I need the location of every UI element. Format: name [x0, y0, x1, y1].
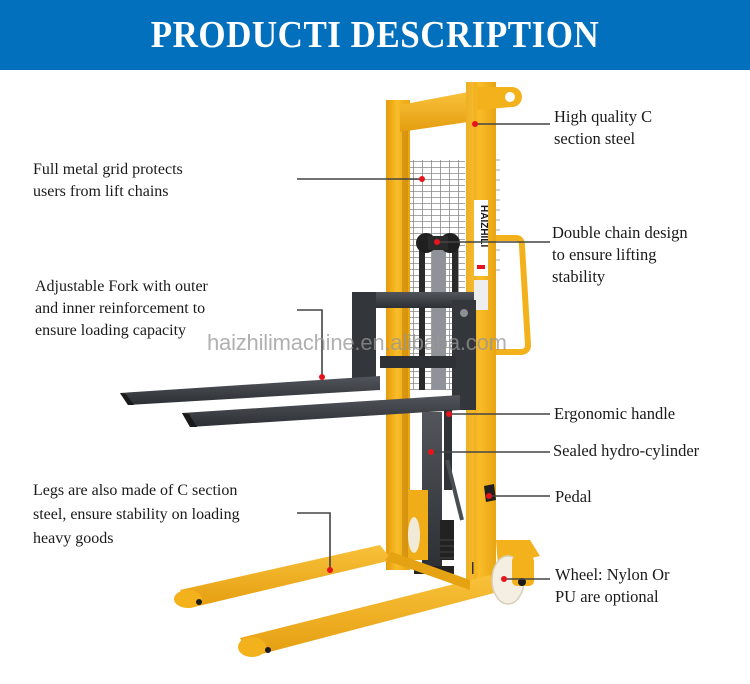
callout-dots	[319, 121, 507, 582]
callout-lines	[297, 123, 550, 580]
fork-carriage	[352, 292, 476, 410]
callout-legs: Legs are also made of C section steel, e…	[33, 482, 240, 547]
callout-metal-grid: Full metal grid protects users from lift…	[33, 161, 183, 200]
callout-adjustable-fork: Adjustable Fork with outer and inner rei…	[35, 278, 208, 339]
legs	[174, 540, 540, 657]
callout-double-chain: Double chain design to ensure lifting st…	[552, 223, 688, 286]
brand-logo: HAIZHILI	[478, 205, 489, 247]
ergonomic-handle	[496, 235, 532, 355]
mast-crossbar	[400, 92, 468, 132]
callout-hydro-cylinder: Sealed hydro-cylinder	[553, 441, 700, 460]
header-banner: PRODUCTI DESCRIPTION	[0, 0, 750, 70]
callout-pedal: Pedal	[555, 487, 592, 506]
forks	[120, 376, 460, 427]
pedal	[484, 484, 496, 502]
callout-c-section-steel: High quality C section steel	[554, 107, 653, 148]
page-title: PRODUCTI DESCRIPTION	[150, 13, 600, 56]
callout-wheel: Wheel: Nylon Or PU are optional	[555, 565, 670, 606]
callout-ergonomic-handle: Ergonomic handle	[554, 404, 676, 423]
watermark: haizhilimachine.en.alibaba.com	[207, 330, 507, 355]
